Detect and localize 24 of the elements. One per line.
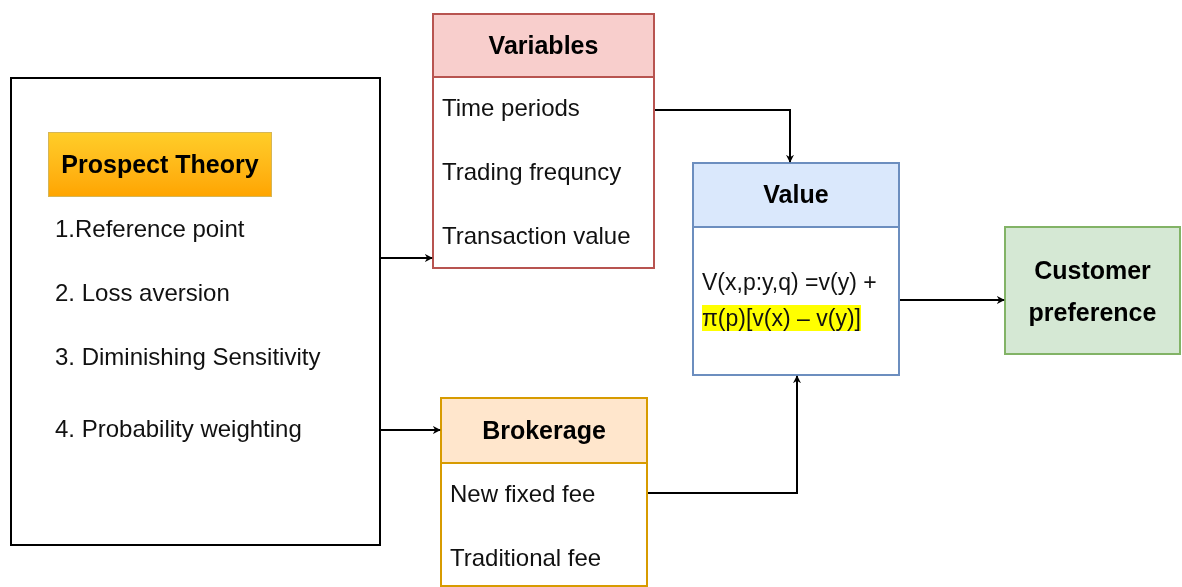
result-box: Customer preference: [1004, 226, 1181, 355]
title-badge: Prospect Theory: [48, 132, 272, 197]
header-cell: Value: [694, 164, 898, 228]
concept-panel: [10, 77, 381, 546]
formula-box: [692, 162, 900, 376]
header-cell: Variables: [434, 15, 653, 78]
table-row-text: Trading frequncy: [442, 157, 623, 187]
list-item: 2. Loss aversion: [55, 281, 230, 305]
list-item: 4. Probability weighting: [55, 417, 302, 441]
formula-text: V(x,p:y,q) =v(y) + π(p)[v(x) – v(y)]: [701, 268, 878, 333]
arrow: [654, 109, 794, 163]
table-row-text: New fixed fee: [450, 479, 597, 509]
header-cell: Brokerage: [442, 399, 646, 464]
arrow: [380, 426, 441, 434]
table-box: [432, 13, 655, 269]
table-row-text: Traditional fee: [450, 543, 603, 573]
arrow: [380, 254, 433, 262]
arrow: [899, 296, 1005, 304]
list-item: 1.Reference point: [55, 217, 245, 241]
list-item: 3. Diminishing Sensitivity: [55, 345, 321, 369]
table-row-text: Time periods: [442, 93, 581, 123]
table-box: [440, 397, 648, 587]
table-row-text: Transaction value: [442, 221, 632, 251]
arrow: [647, 375, 801, 494]
